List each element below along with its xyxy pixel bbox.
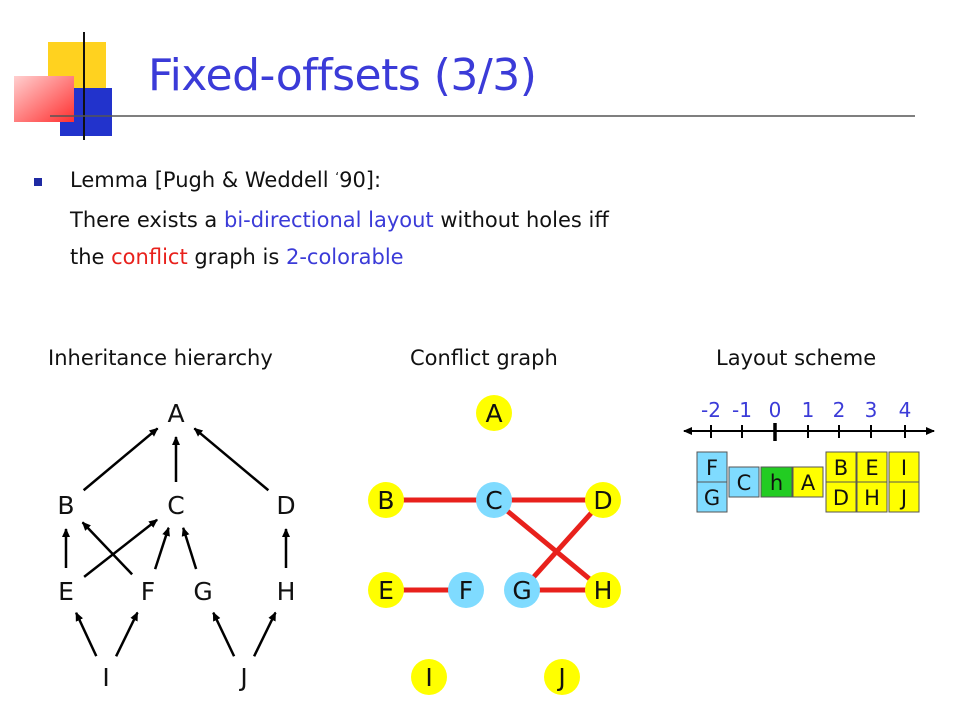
hierarchy-edge-J-H [252, 611, 277, 657]
lemma-line-2: There exists a bi-directional layout wit… [70, 208, 609, 232]
layout-cell-E: E [865, 456, 878, 480]
layout-cell-I-box [888, 451, 920, 483]
lemma-quote-mark: ‘ [335, 170, 340, 184]
conflict-node-D: D [593, 486, 612, 515]
lemma-text: without holes iff [433, 208, 609, 232]
conflict-node-F: F [459, 576, 473, 605]
hierarchy-edge-G-C [181, 526, 198, 570]
layout-cell-A-box [792, 466, 824, 498]
hierarchy-node-C: C [167, 491, 184, 520]
layout-cell-E-box [856, 451, 888, 483]
conflict-node-A: A [485, 399, 502, 428]
hierarchy-node-J: J [238, 663, 247, 692]
conflict-edge-D-G [520, 498, 605, 592]
conflict-node-C: C [485, 486, 502, 515]
conflict-node-H-circle [585, 572, 621, 608]
conflict-node-E: E [378, 576, 394, 605]
layout-tick-label: 3 [865, 398, 878, 422]
layout-cell-A: A [801, 471, 816, 495]
conflict-node-D-circle [585, 482, 621, 518]
lemma-highlight-layout: bi-directional layout [223, 208, 434, 232]
layout-cell-C-box [728, 466, 760, 498]
conflict-node-I-circle [411, 659, 447, 695]
conflict-node-B-circle [368, 482, 404, 518]
layout-cell-J-box [888, 481, 920, 513]
hierarchy-node-G: G [193, 577, 212, 606]
conflict-graph: A B C D E F G H I J [368, 395, 621, 695]
conflict-node-J: J [556, 663, 565, 692]
layout-tick-label: -1 [732, 398, 752, 422]
conflict-node-J-circle [544, 659, 580, 695]
lemma-text: There exists a [70, 208, 224, 232]
lemma-year: 90]: [339, 168, 382, 192]
hierarchy-node-H: H [277, 577, 296, 606]
layout-cell-D: D [833, 486, 849, 510]
logo-red-square [14, 76, 74, 122]
hierarchy-node-A: A [167, 399, 184, 428]
lemma-text: graph is [187, 245, 286, 269]
layout-cell-C: C [737, 471, 752, 495]
lemma-highlight-conflict: conflict [111, 245, 188, 269]
hierarchy-edge-E-C [83, 518, 158, 578]
lemma-text: Lemma [Pugh & Weddell [70, 168, 336, 192]
hierarchy-edge-B-A [82, 427, 159, 492]
conflict-node-G: G [512, 576, 531, 605]
hierarchy-edge-I-F [114, 611, 139, 657]
layout-cell-H: H [864, 486, 880, 510]
layout-tick-label: 4 [899, 398, 912, 422]
layout-cell-B: B [834, 456, 848, 480]
caption-conflict-graph: Conflict graph [410, 346, 558, 370]
conflict-node-I: I [425, 663, 432, 692]
hierarchy-node-F: F [141, 577, 155, 606]
hierarchy-node-I: I [102, 663, 109, 692]
lemma-highlight-colorable: 2-colorable [285, 245, 404, 269]
conflict-node-E-circle [368, 572, 404, 608]
hierarchy-edge-F-C [153, 526, 170, 570]
inheritance-hierarchy-graph: A B C D E F G H I J [57, 399, 295, 692]
hierarchy-node-D: D [276, 491, 295, 520]
conflict-node-A-circle [476, 395, 512, 431]
hierarchy-edge-I-E [74, 611, 98, 657]
lemma-line-1: Lemma [Pugh & Weddell ‘90]: [70, 168, 381, 192]
conflict-node-G-circle [504, 572, 540, 608]
layout-cell-D-box [825, 481, 857, 513]
layout-tick-label: 0 [769, 398, 782, 422]
hierarchy-node-E: E [58, 577, 74, 606]
layout-cell-G: G [704, 486, 720, 510]
lemma-text: the [70, 245, 112, 269]
conflict-node-H: H [594, 576, 613, 605]
layout-cell-h: h [770, 471, 783, 495]
bullet-icon [34, 178, 42, 186]
hierarchy-edge-J-G [212, 611, 236, 657]
hierarchy-edge-F-B [81, 521, 134, 576]
layout-tick-label: 2 [833, 398, 846, 422]
layout-cell-B-box [825, 451, 857, 483]
layout-cell-h-box [760, 466, 793, 498]
conflict-edge-C-H [492, 498, 605, 592]
page-title: Fixed-offsets (3/3) [148, 50, 537, 101]
layout-cell-F: F [706, 456, 718, 480]
layout-cell-G-box [696, 481, 728, 513]
layout-cell-I: I [901, 456, 907, 480]
conflict-node-F-circle [448, 572, 484, 608]
layout-cell-H-box [856, 481, 888, 513]
layout-cell-J: J [899, 486, 907, 510]
conflict-node-C-circle [476, 482, 512, 518]
layout-tick-label: -2 [701, 398, 721, 422]
caption-layout-scheme: Layout scheme [716, 346, 877, 370]
hierarchy-node-B: B [57, 491, 74, 520]
hierarchy-edge-D-A [193, 427, 270, 492]
lemma-line-3: the conflict graph is 2-colorable [70, 245, 404, 269]
caption-inheritance-hierarchy: Inheritance hierarchy [48, 346, 273, 370]
layout-tick-label: 1 [802, 398, 815, 422]
conflict-node-B: B [377, 486, 394, 515]
